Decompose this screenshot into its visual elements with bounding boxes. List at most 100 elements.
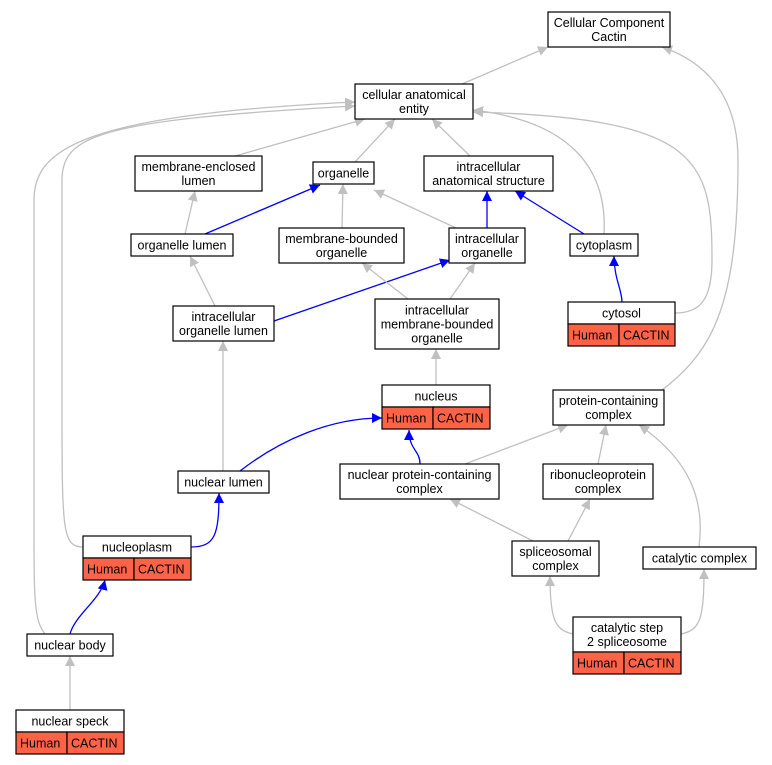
- annotation-gene-cell: [432, 406, 491, 430]
- node-cytoplasm[interactable]: cytoplasm: [569, 233, 639, 257]
- node-label-line: Cactin: [591, 30, 626, 44]
- node-box: [542, 463, 654, 500]
- node-label-line: organelle: [461, 246, 512, 260]
- node-nbody[interactable]: nuclear body: [26, 633, 114, 657]
- annotation-species: Human: [20, 737, 60, 751]
- node-label-line: anatomical structure: [432, 174, 545, 188]
- node-label-line: intracellular: [405, 304, 469, 318]
- node-label-line: cytosol: [602, 307, 641, 321]
- edge-io-to-organelle: [373, 189, 457, 229]
- edge-organelle-to-cae: [354, 118, 396, 163]
- edge-splice-to-npcc: [449, 498, 534, 542]
- node-box: [547, 11, 671, 48]
- node-label-line: complex: [396, 482, 443, 496]
- edge-nlumen-to-nucleus: [239, 413, 383, 472]
- node-label-line: cytoplasm: [576, 239, 632, 253]
- annotation-gene: CACTIN: [71, 737, 118, 751]
- edge-nbody-to-nucleoplasm: [69, 579, 108, 635]
- edge-mbo-to-organelle: [337, 183, 348, 229]
- edge-nucleoplasm-to-cae: [61, 101, 356, 548]
- node-label-line: intracellular: [455, 232, 519, 246]
- node-catalytic[interactable]: catalytic complex: [642, 546, 757, 570]
- node-box: [642, 546, 757, 570]
- node-label-line: complex: [575, 482, 622, 496]
- node-label-line: intracellular: [457, 160, 521, 174]
- node-label-line: nuclear protein-containing: [348, 468, 492, 482]
- node-box: [172, 305, 275, 342]
- edge-imbo-to-io: [449, 262, 476, 300]
- annotation-gene: CACTIN: [623, 329, 670, 343]
- node-olumen[interactable]: organelle lumen: [130, 233, 234, 257]
- node-box: [552, 389, 665, 426]
- node-label-line: nucleus: [414, 390, 457, 404]
- node-organelle[interactable]: organelle: [312, 161, 375, 185]
- annotation-gene-cell: [133, 557, 192, 581]
- node-box: [177, 470, 270, 494]
- edge-iol-to-io: [273, 258, 451, 322]
- edge-olumen-to-organelle: [204, 184, 321, 235]
- edge-cae-to-cc_root: [461, 46, 549, 85]
- edge-cs2-to-catalytic: [680, 568, 709, 635]
- edge-ias-to-cae: [431, 118, 471, 157]
- edge-cytosol-to-cae: [472, 107, 713, 314]
- edge-splice-to-rnp: [567, 498, 591, 542]
- edges-layer: [33, 45, 739, 710]
- node-box: [26, 633, 114, 657]
- annotation-species: Human: [572, 329, 612, 343]
- node-label-line: nucleoplasm: [102, 541, 172, 555]
- node-label-line: catalytic step: [591, 621, 663, 635]
- edge-pcc-to-cc_root: [661, 45, 739, 391]
- annotation-gene-cell: [66, 731, 125, 755]
- node-box: [448, 227, 526, 264]
- node-box: [354, 83, 474, 120]
- node-label-line: organelle: [318, 167, 369, 181]
- edge-iol-to-olumen: [189, 255, 216, 307]
- node-box: [134, 155, 263, 192]
- node-box: [312, 161, 375, 185]
- node-label-line: nuclear speck: [31, 715, 109, 729]
- node-label-line: protein-containing: [559, 394, 658, 408]
- node-label-line: Cellular Component: [554, 16, 665, 30]
- edge-npcc-to-pcc: [464, 423, 569, 465]
- node-label-line: intracellular: [192, 310, 256, 324]
- edge-cytoplasm-to-cae: [472, 106, 605, 235]
- edge-imbo-to-mbo: [361, 262, 409, 300]
- edge-cytoplasm-to-ias: [514, 190, 585, 235]
- edge-catalytic-to-pcc: [638, 424, 701, 548]
- annotation-species: Human: [87, 563, 127, 577]
- node-label-line: complex: [532, 559, 579, 573]
- edge-mel-to-cae: [234, 116, 366, 157]
- node-label-line: 2 spliceosome: [587, 635, 667, 649]
- node-label-line: organelle: [316, 246, 367, 260]
- node-label-line: complex: [585, 408, 632, 422]
- node-label-line: catalytic complex: [652, 552, 748, 566]
- node-label-line: ribonucleoprotein: [550, 468, 646, 482]
- annotation-species: Human: [386, 412, 426, 426]
- node-box: [374, 298, 500, 350]
- node-nlumen[interactable]: nuclear lumen: [177, 470, 270, 494]
- edge-nbody-to-cae: [33, 97, 356, 635]
- node-box: [339, 463, 500, 500]
- edge-npcc-to-nucleus: [404, 429, 421, 465]
- node-box: [130, 233, 234, 257]
- annotation-gene-cell: [623, 651, 682, 675]
